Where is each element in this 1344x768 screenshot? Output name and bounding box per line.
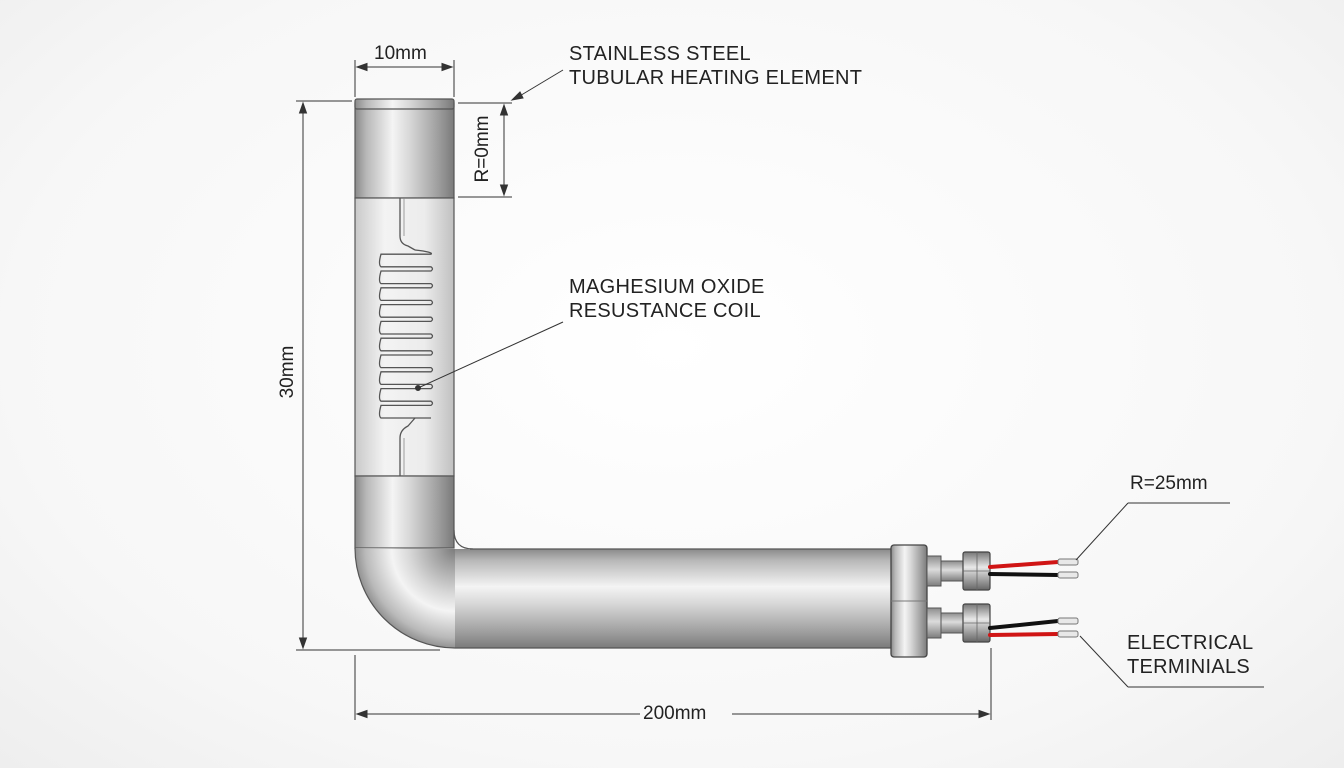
dimension-top-width: 10mm (374, 43, 427, 64)
label-coil-line1: MAGHESIUM OXIDE (569, 276, 765, 298)
tube-horizontal-segment (455, 549, 895, 648)
dimension-length: 200mm (643, 703, 707, 724)
terminal-wires (988, 558, 1079, 638)
dimension-lines (296, 60, 992, 720)
resistance-coil (378, 198, 434, 476)
label-terminals-line2: TERMINIALS (1127, 656, 1251, 678)
tube-cutaway-section (354, 197, 455, 477)
tube-top-cap (354, 98, 455, 110)
dimension-terminal-radius: R=25mm (1130, 473, 1208, 494)
dimension-cap-radius: R=0mm (472, 115, 493, 183)
tube-top-segment (354, 102, 455, 199)
terminal-upper (926, 551, 991, 591)
terminal-lower (926, 603, 991, 643)
dimension-height: 30mm (277, 345, 298, 399)
label-terminals: ELECTRICAL TERMINIALS (1127, 632, 1253, 678)
label-element-line2: TUBULAR HEATING ELEMENT (569, 67, 863, 89)
tube-lower-segment (354, 475, 455, 549)
leader-lines (415, 69, 1264, 688)
label-coil: MAGHESIUM OXIDE RESUSTANCE COIL (569, 276, 765, 322)
tube-elbow (355, 548, 455, 648)
label-element-line1: STAINLESS STEEL (569, 43, 751, 65)
label-element: STAINLESS STEEL TUBULAR HEATING ELEMENT (569, 43, 862, 89)
label-coil-line2: RESUSTANCE COIL (569, 300, 761, 322)
label-terminals-line1: ELECTRICAL (1127, 632, 1254, 654)
